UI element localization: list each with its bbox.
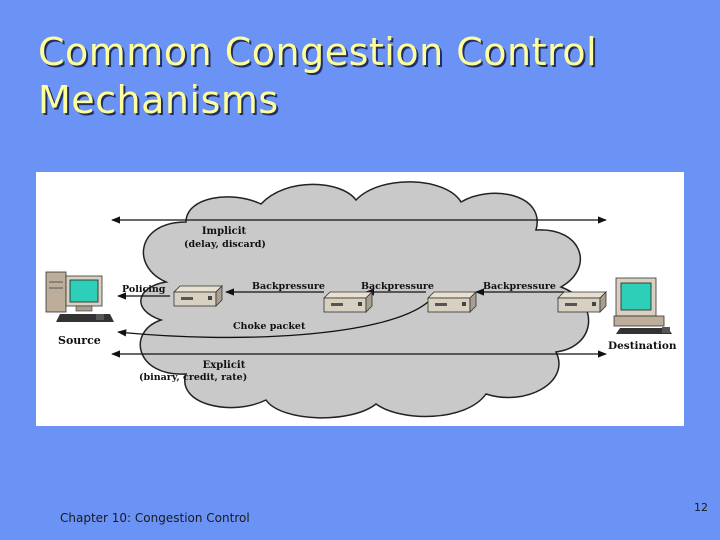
- choke-packet-label: Choke packet: [233, 321, 306, 332]
- source-label: Source: [58, 334, 101, 347]
- backpressure-label-3: Backpressure: [483, 281, 556, 292]
- explicit-label: Explicit: [203, 360, 246, 371]
- source-computer-icon: [45, 271, 114, 322]
- backpressure-label-1: Backpressure: [252, 281, 325, 292]
- destination-label: Destination: [608, 340, 677, 352]
- congestion-diagram: Implicit (delay, discard) Explicit (bina…: [36, 172, 684, 426]
- explicit-sublabel: (binary, credit, rate): [139, 372, 247, 383]
- page-number: 12: [694, 501, 708, 514]
- router-2: [323, 291, 373, 313]
- router-4: [557, 291, 607, 313]
- policing-label: Policing: [122, 284, 166, 295]
- implicit-label: Implicit: [202, 226, 247, 237]
- destination-computer-icon: [613, 277, 672, 334]
- router-3: [427, 291, 477, 313]
- choke-packet-arrow: [117, 301, 429, 339]
- backpressure-label-2: Backpressure: [361, 281, 434, 292]
- router-1: [173, 285, 223, 307]
- footer-chapter: Chapter 10: Congestion Control: [60, 511, 250, 525]
- slide-title: Common Congestion Control Mechanisms: [38, 28, 597, 124]
- slide-title-line-2: Mechanisms: [38, 78, 279, 122]
- slide-title-line-1: Common Congestion Control: [38, 30, 598, 74]
- implicit-sublabel: (delay, discard): [184, 239, 266, 250]
